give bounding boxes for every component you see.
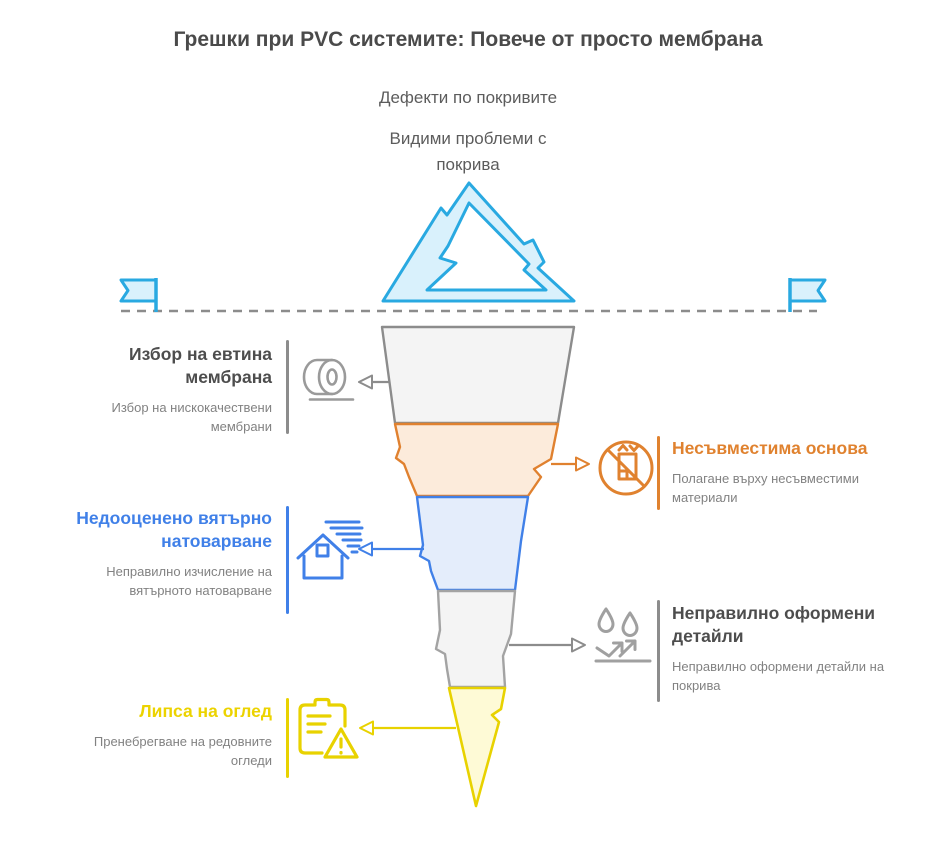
funnel-layer-cheap-membrane bbox=[380, 325, 576, 425]
arrow-cheap-membrane bbox=[358, 374, 390, 390]
above-water-label: Видими проблеми с покрива bbox=[389, 129, 547, 174]
house-wind-icon bbox=[296, 520, 364, 580]
divider-incompatible-base bbox=[657, 436, 660, 510]
divider-cheap-membrane bbox=[286, 340, 289, 434]
label-cheap-membrane-description: Избор на нискокачествени мембрани bbox=[111, 399, 272, 435]
rain-runoff-icon bbox=[594, 607, 652, 663]
label-no-inspection-description: Пренебрегване на редовните огледи bbox=[93, 733, 272, 769]
label-no-inspection-heading: Липса на оглед bbox=[139, 701, 272, 721]
label-wind-load-heading: Недооценено вятърно натоварване bbox=[76, 508, 272, 551]
inspection-warning-icon bbox=[298, 697, 359, 759]
label-cheap-membrane-heading: Избор на евтина мембрана bbox=[129, 344, 272, 387]
arrow-wind-load bbox=[358, 541, 424, 557]
mountain-icon bbox=[381, 181, 576, 303]
divider-roof-details bbox=[657, 600, 660, 702]
arrow-roof-details bbox=[509, 637, 586, 653]
flag-right-icon bbox=[788, 278, 827, 312]
label-no-inspection: Липса на оглед Пренебрегване на редовнит… bbox=[57, 700, 272, 771]
funnel-layer-no-inspection bbox=[447, 686, 507, 808]
membrane-roll-icon bbox=[302, 358, 355, 401]
label-wind-load-description: Неправилно изчисление на вятърното натов… bbox=[106, 563, 272, 599]
divider-wind-load bbox=[286, 506, 289, 614]
page-title: Грешки при PVC системите: Повече от прос… bbox=[173, 28, 763, 51]
label-incompatible-base-heading: Несъвместима основа bbox=[672, 438, 868, 458]
funnel-layer-wind-load bbox=[415, 495, 530, 592]
arrow-incompatible-base bbox=[551, 456, 590, 472]
label-roof-details: Неправилно оформени детайли Неправилно о… bbox=[672, 602, 887, 696]
flag-left-icon bbox=[119, 278, 158, 312]
no-incompatible-base-icon bbox=[598, 440, 654, 496]
label-wind-load: Недооценено вятърно натоварване Неправил… bbox=[62, 507, 272, 601]
funnel-layer-incompatible-base bbox=[393, 422, 560, 498]
subtitle: Дефекти по покривите bbox=[378, 88, 558, 107]
label-cheap-membrane: Избор на евтина мембрана Избор на нискок… bbox=[82, 343, 272, 437]
divider-no-inspection bbox=[286, 698, 289, 778]
label-incompatible-base: Несъвместима основа Полагане върху несъв… bbox=[672, 437, 912, 508]
funnel-layer-roof-details bbox=[434, 589, 517, 689]
label-roof-details-description: Неправилно оформени детайли на покрива bbox=[672, 658, 885, 694]
label-incompatible-base-description: Полагане върху несъвместими материали bbox=[672, 470, 859, 506]
label-roof-details-heading: Неправилно оформени детайли bbox=[672, 603, 876, 646]
arrow-no-inspection bbox=[359, 720, 456, 736]
